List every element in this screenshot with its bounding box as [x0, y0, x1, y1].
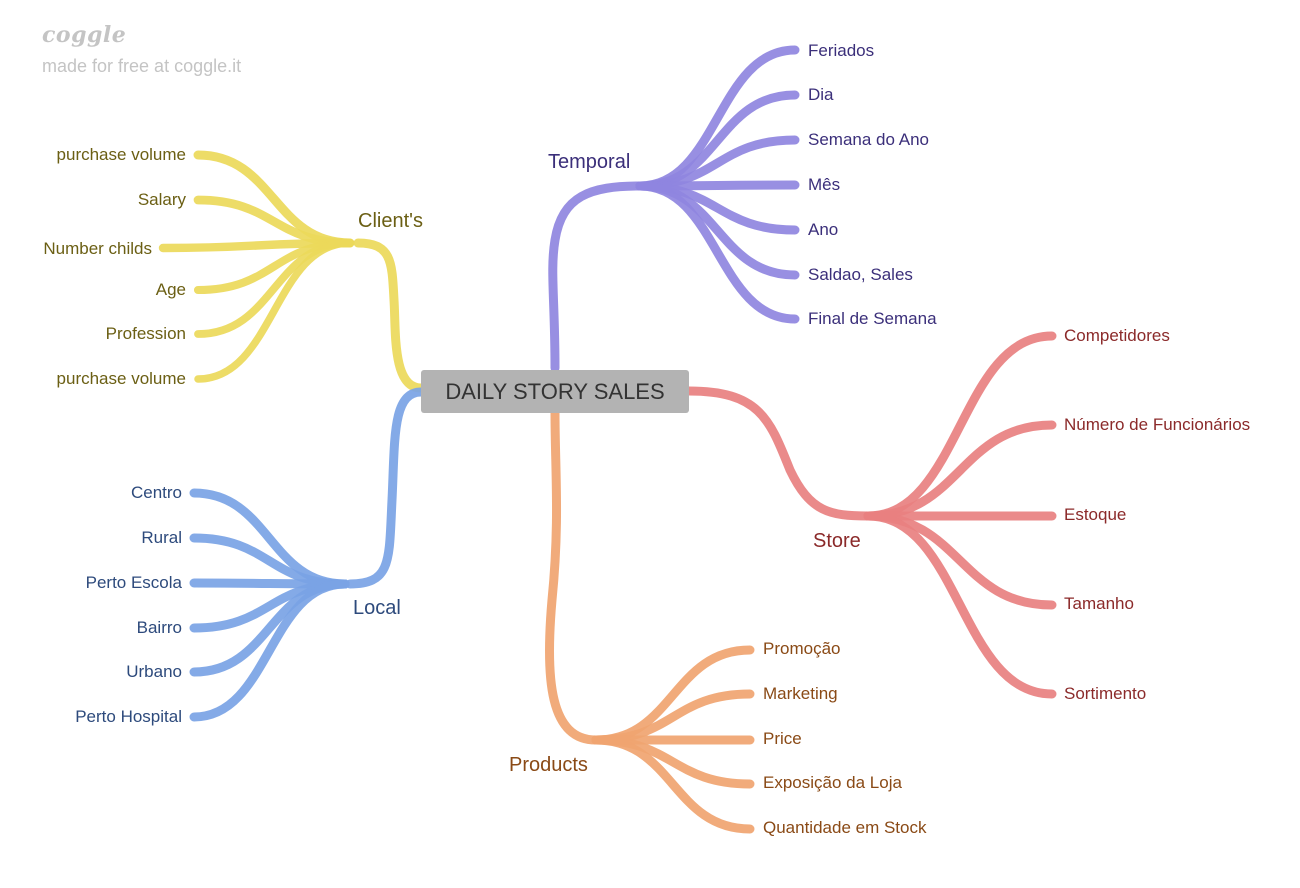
link-local-trunk: [345, 387, 426, 589]
branch-temporal[interactable]: Temporal: [548, 151, 631, 173]
leaf-store-numero-funcionarios[interactable]: Número de Funcionários: [1064, 415, 1251, 434]
coggle-watermark: coggle made for free at coggle.it: [42, 22, 241, 77]
leaf-products-quantidade-em-stock[interactable]: Quantidade em Stock: [763, 818, 927, 837]
leaf-products-marketing[interactable]: Marketing: [763, 684, 838, 703]
leaf-temporal-saldao-sales[interactable]: Saldao, Sales: [808, 265, 913, 284]
branch-local[interactable]: Local: [353, 597, 401, 619]
link-temporal-trunk: [548, 181, 645, 373]
leaf-clients-profession[interactable]: Profession: [105, 324, 186, 343]
leaf-temporal-semana-do-ano[interactable]: Semana do Ano: [808, 130, 929, 149]
leaf-clients-purchase-volume-2[interactable]: purchase volume: [56, 369, 186, 388]
leaf-store-estoque[interactable]: Estoque: [1064, 505, 1127, 524]
link-products-leaf: [591, 735, 755, 834]
link-store-leaf: [863, 511, 1057, 610]
leaf-clients-purchase-volume[interactable]: purchase volume: [56, 145, 186, 164]
link-temporal-leaf: [635, 181, 800, 324]
link-local-leaf: [189, 579, 350, 722]
coggle-logo: coggle: [42, 22, 127, 48]
link-store-trunk: [684, 386, 873, 521]
link-store-leaf: [863, 420, 1057, 521]
coggle-tagline: made for free at coggle.it: [42, 56, 242, 76]
central-node[interactable]: DAILY STORY SALES: [421, 370, 689, 413]
leaf-store-sortimento[interactable]: Sortimento: [1064, 684, 1147, 703]
link-clients-trunk: [353, 238, 426, 393]
leaf-clients-salary[interactable]: Salary: [137, 190, 186, 209]
leaf-products-price[interactable]: Price: [763, 729, 802, 748]
leaf-temporal-feriados[interactable]: Feriados: [808, 41, 875, 60]
leaf-products-exposicao-da-loja[interactable]: Exposição da Loja: [763, 773, 902, 792]
link-products-trunk: [544, 408, 601, 745]
leaf-temporal-ano[interactable]: Ano: [808, 220, 839, 239]
branch-clients[interactable]: Client's: [358, 210, 423, 232]
branch-products[interactable]: Products: [509, 754, 588, 776]
leaf-temporal-dia[interactable]: Dia: [808, 85, 834, 104]
link-clients-leaf: [194, 239, 354, 383]
leaf-store-competidores[interactable]: Competidores: [1064, 326, 1170, 345]
leaf-temporal-final-de-semana[interactable]: Final de Semana: [808, 309, 937, 328]
leaf-local-rural[interactable]: Rural: [141, 528, 182, 547]
leaf-local-bairro[interactable]: Bairro: [136, 618, 182, 637]
leaf-clients-number-childs[interactable]: Number childs: [43, 239, 152, 258]
branch-store[interactable]: Store: [813, 530, 861, 552]
link-store-leaf: [863, 511, 1057, 699]
leaf-local-centro[interactable]: Centro: [130, 483, 182, 502]
leaf-local-perto-escola[interactable]: Perto Escola: [85, 573, 182, 592]
leaf-store-tamanho[interactable]: Tamanho: [1064, 594, 1134, 613]
leaf-local-urbano[interactable]: Urbano: [126, 662, 182, 681]
leaf-products-promocao[interactable]: Promoção: [763, 639, 841, 658]
leaf-local-perto-hospital[interactable]: Perto Hospital: [75, 707, 182, 726]
leaf-clients-age[interactable]: Age: [155, 280, 186, 299]
leaf-temporal-mes[interactable]: Mês: [808, 175, 841, 194]
